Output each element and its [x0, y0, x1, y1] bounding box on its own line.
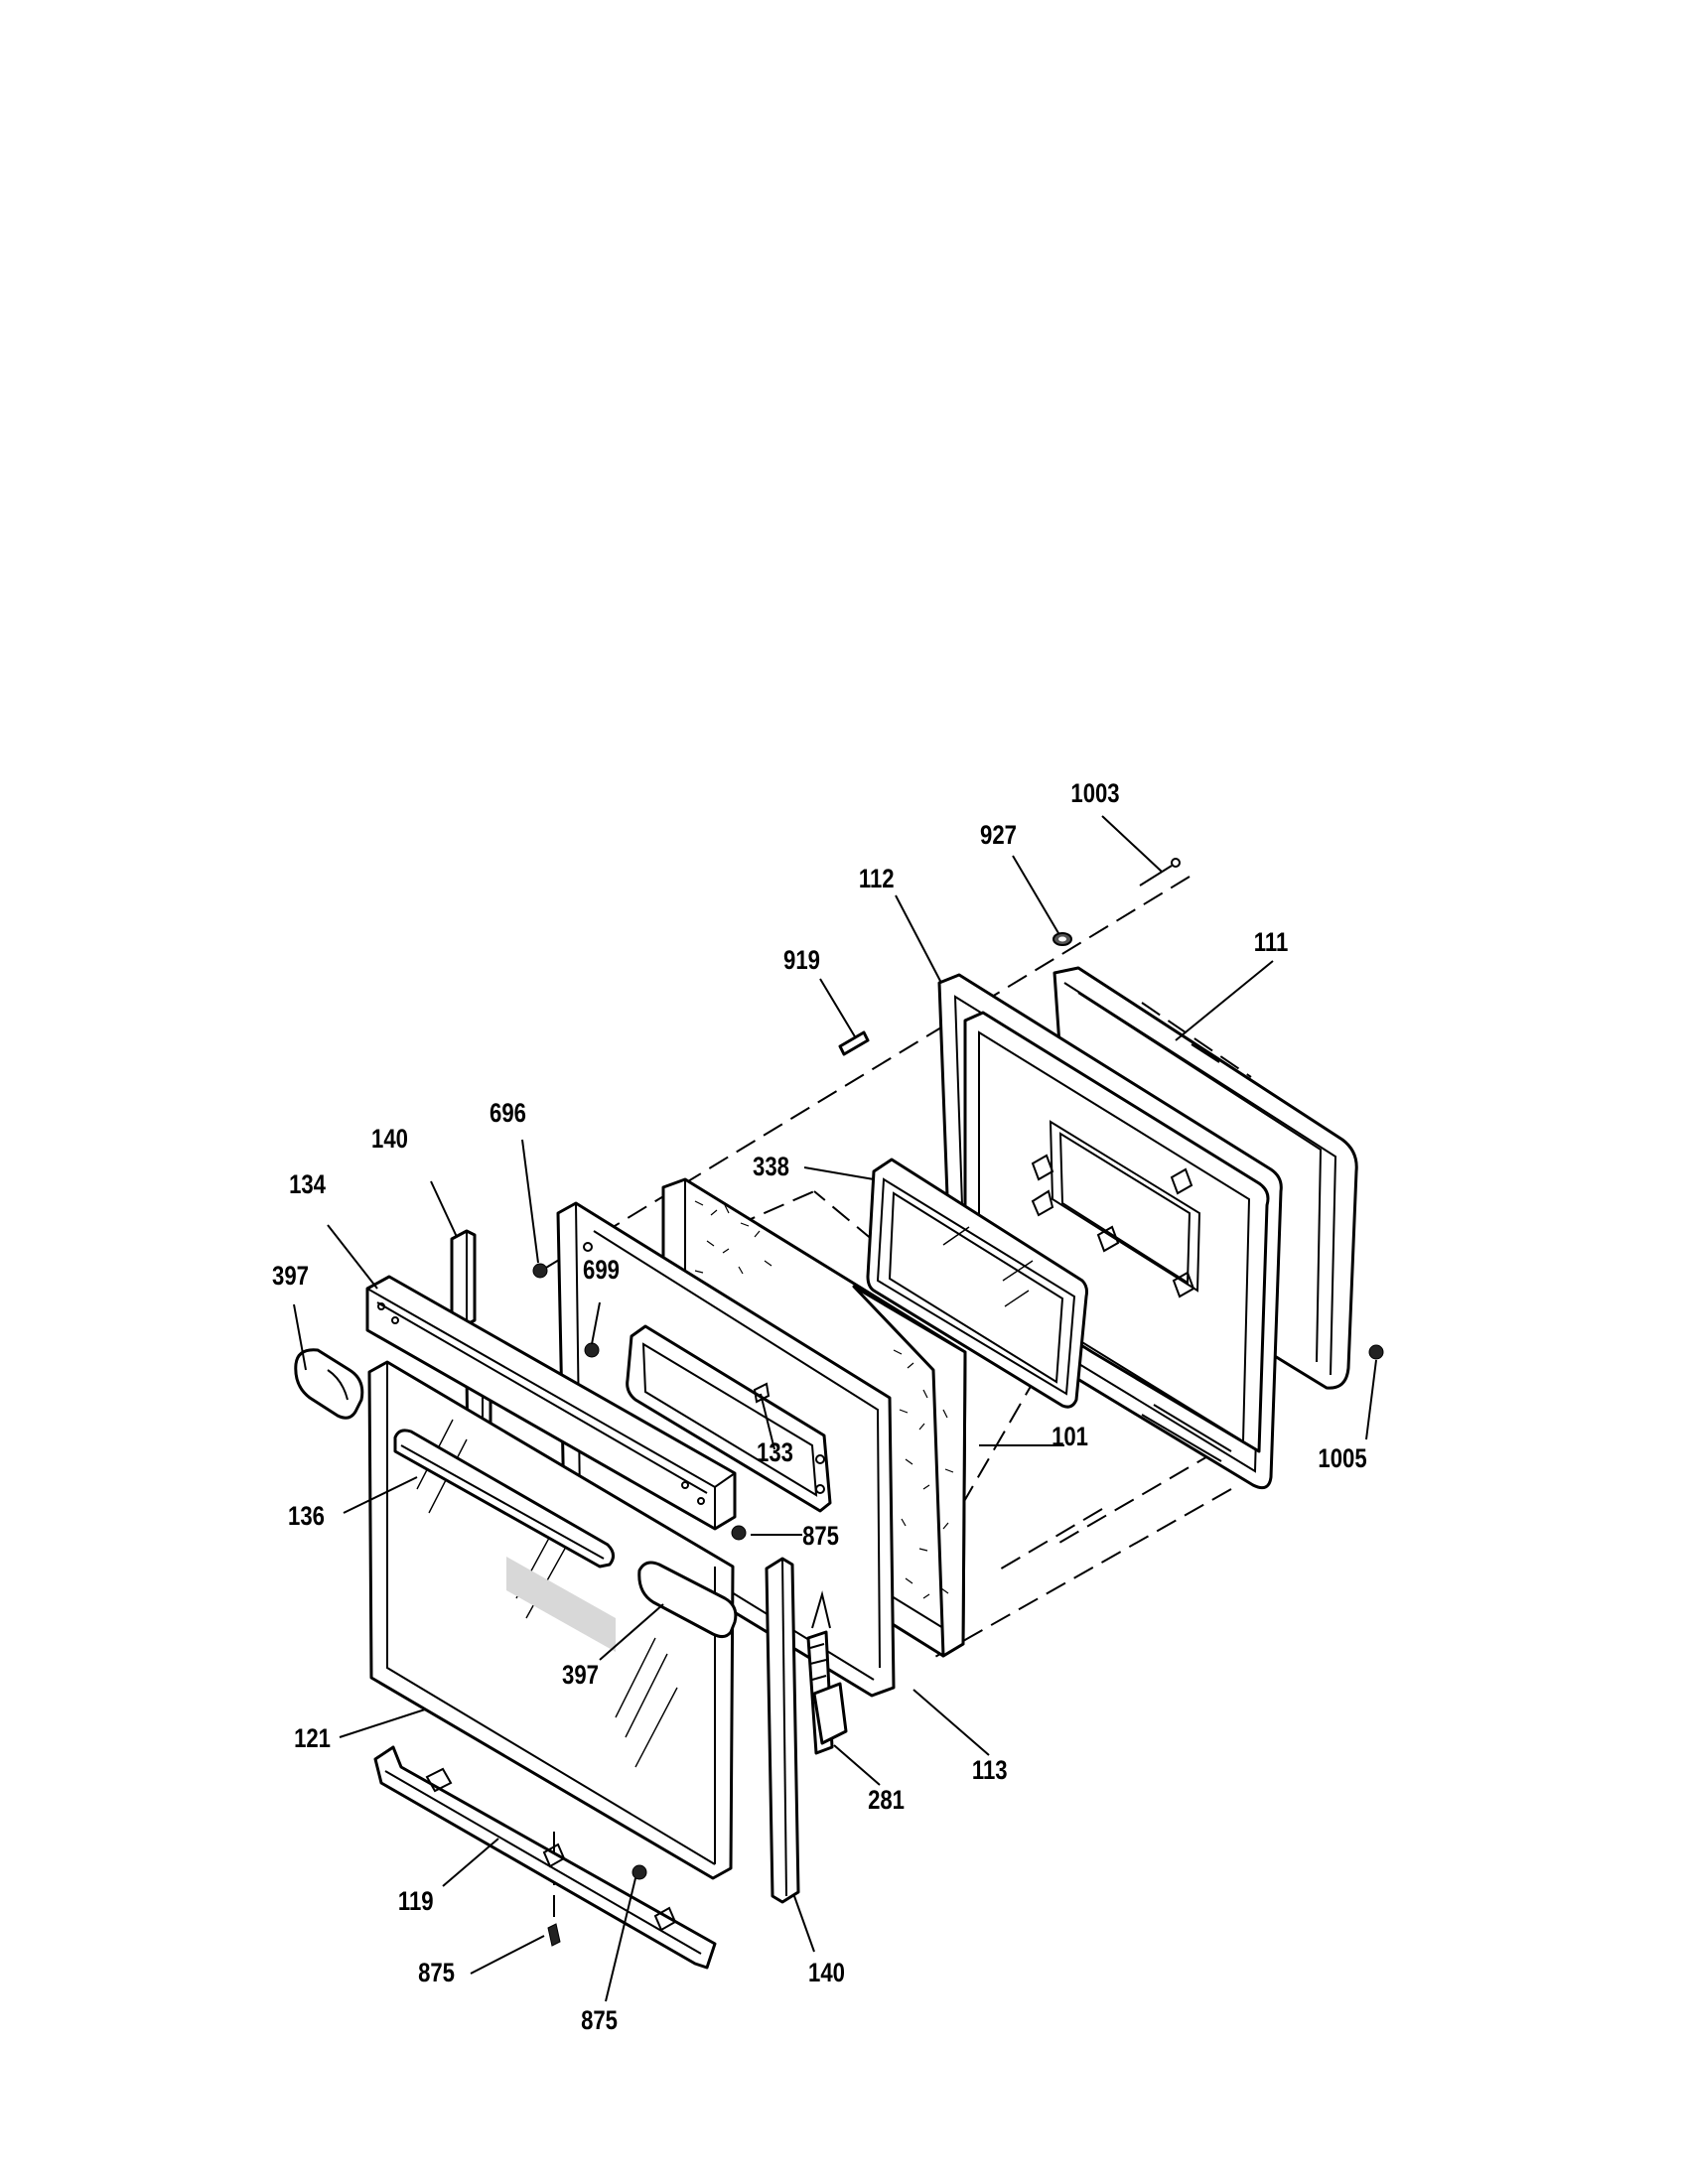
- screw-699: [584, 1342, 600, 1358]
- door-liner-112: [937, 973, 1283, 1490]
- callout-140-top: 140: [371, 1125, 408, 1155]
- bottom-trim-119: [373, 1745, 717, 1970]
- screw-875-left: [547, 1923, 561, 1947]
- callout-699: 699: [583, 1256, 620, 1286]
- callout-119: 119: [398, 1887, 434, 1917]
- callout-labels: 1003 927 112 111 919 696 140 134 397 338…: [272, 779, 1367, 2036]
- screw-875-mid: [731, 1525, 747, 1541]
- screw-1005: [1368, 1344, 1384, 1360]
- callout-281: 281: [868, 1786, 905, 1816]
- callout-875-mid: 875: [802, 1522, 839, 1552]
- callout-1003: 1003: [1070, 779, 1119, 809]
- callout-101: 101: [1052, 1423, 1088, 1452]
- handle-end-cap-397-right: [637, 1561, 738, 1639]
- callout-113: 113: [972, 1756, 1008, 1786]
- callout-133: 133: [757, 1438, 793, 1468]
- callout-397-left: 397: [272, 1262, 309, 1292]
- callout-1005: 1005: [1318, 1444, 1366, 1474]
- handle-end-cap-397-left: [294, 1348, 364, 1420]
- washer-927: [1052, 932, 1072, 946]
- screw-1003: [1139, 858, 1181, 887]
- leader-lines: [293, 815, 1377, 2002]
- callout-397-right: 397: [562, 1661, 599, 1691]
- callout-875-left: 875: [418, 1959, 455, 1988]
- window-gasket-338: [866, 1158, 1088, 1409]
- callout-140-bottom: 140: [808, 1959, 845, 1988]
- outer-glass-door-121: [367, 1360, 735, 1880]
- screw-875-bottom: [632, 1864, 647, 1880]
- callout-696: 696: [490, 1099, 526, 1129]
- glass-window-shading: [506, 1557, 616, 1652]
- callout-875-bottom: 875: [581, 2006, 618, 2036]
- callout-136: 136: [288, 1502, 325, 1532]
- insulation-speckle: [694, 1200, 954, 1599]
- side-trim-140-right: [765, 1557, 800, 1904]
- door-top-trim-134: [365, 1275, 737, 1531]
- callout-112: 112: [859, 865, 895, 894]
- callout-121: 121: [294, 1724, 331, 1754]
- callout-919: 919: [783, 946, 820, 976]
- callout-134: 134: [289, 1170, 326, 1200]
- callout-338: 338: [753, 1153, 789, 1182]
- door-handle-136: [393, 1429, 615, 1569]
- callout-111: 111: [1254, 928, 1289, 958]
- hinge-281: [806, 1590, 848, 1755]
- callout-927: 927: [980, 821, 1017, 851]
- screw-696: [532, 1263, 548, 1279]
